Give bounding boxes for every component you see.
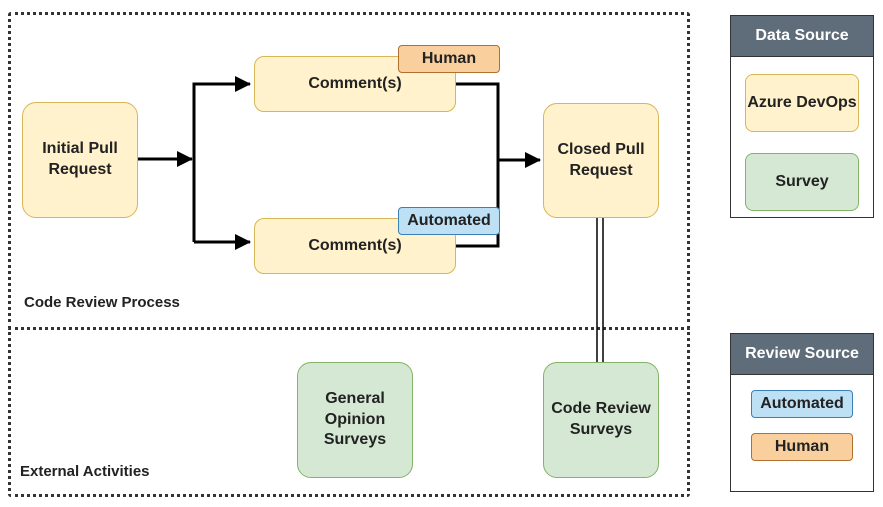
data-source-legend: Data Source Azure DevOps Survey — [730, 15, 874, 218]
automated-tag: Automated — [398, 207, 500, 235]
legend-item-automated: Automated — [751, 390, 853, 418]
external-activities-region — [8, 327, 690, 497]
legend-item-azure-devops: Azure DevOps — [745, 74, 859, 132]
code-review-process-label: Code Review Process — [24, 294, 180, 311]
legend-item-survey: Survey — [745, 153, 859, 211]
review-source-legend-title: Review Source — [731, 334, 873, 375]
review-source-legend: Review Source Automated Human — [730, 333, 874, 492]
data-source-legend-title: Data Source — [731, 16, 873, 57]
code-review-surveys-node: Code Review Surveys — [543, 362, 659, 478]
external-activities-label: External Activities — [20, 463, 150, 480]
initial-pull-request-node: Initial Pull Request — [22, 102, 138, 218]
legend-item-human: Human — [751, 433, 853, 461]
closed-pull-request-node: Closed Pull Request — [543, 103, 659, 218]
general-opinion-surveys-node: General Opinion Surveys — [297, 362, 413, 478]
human-tag: Human — [398, 45, 500, 73]
